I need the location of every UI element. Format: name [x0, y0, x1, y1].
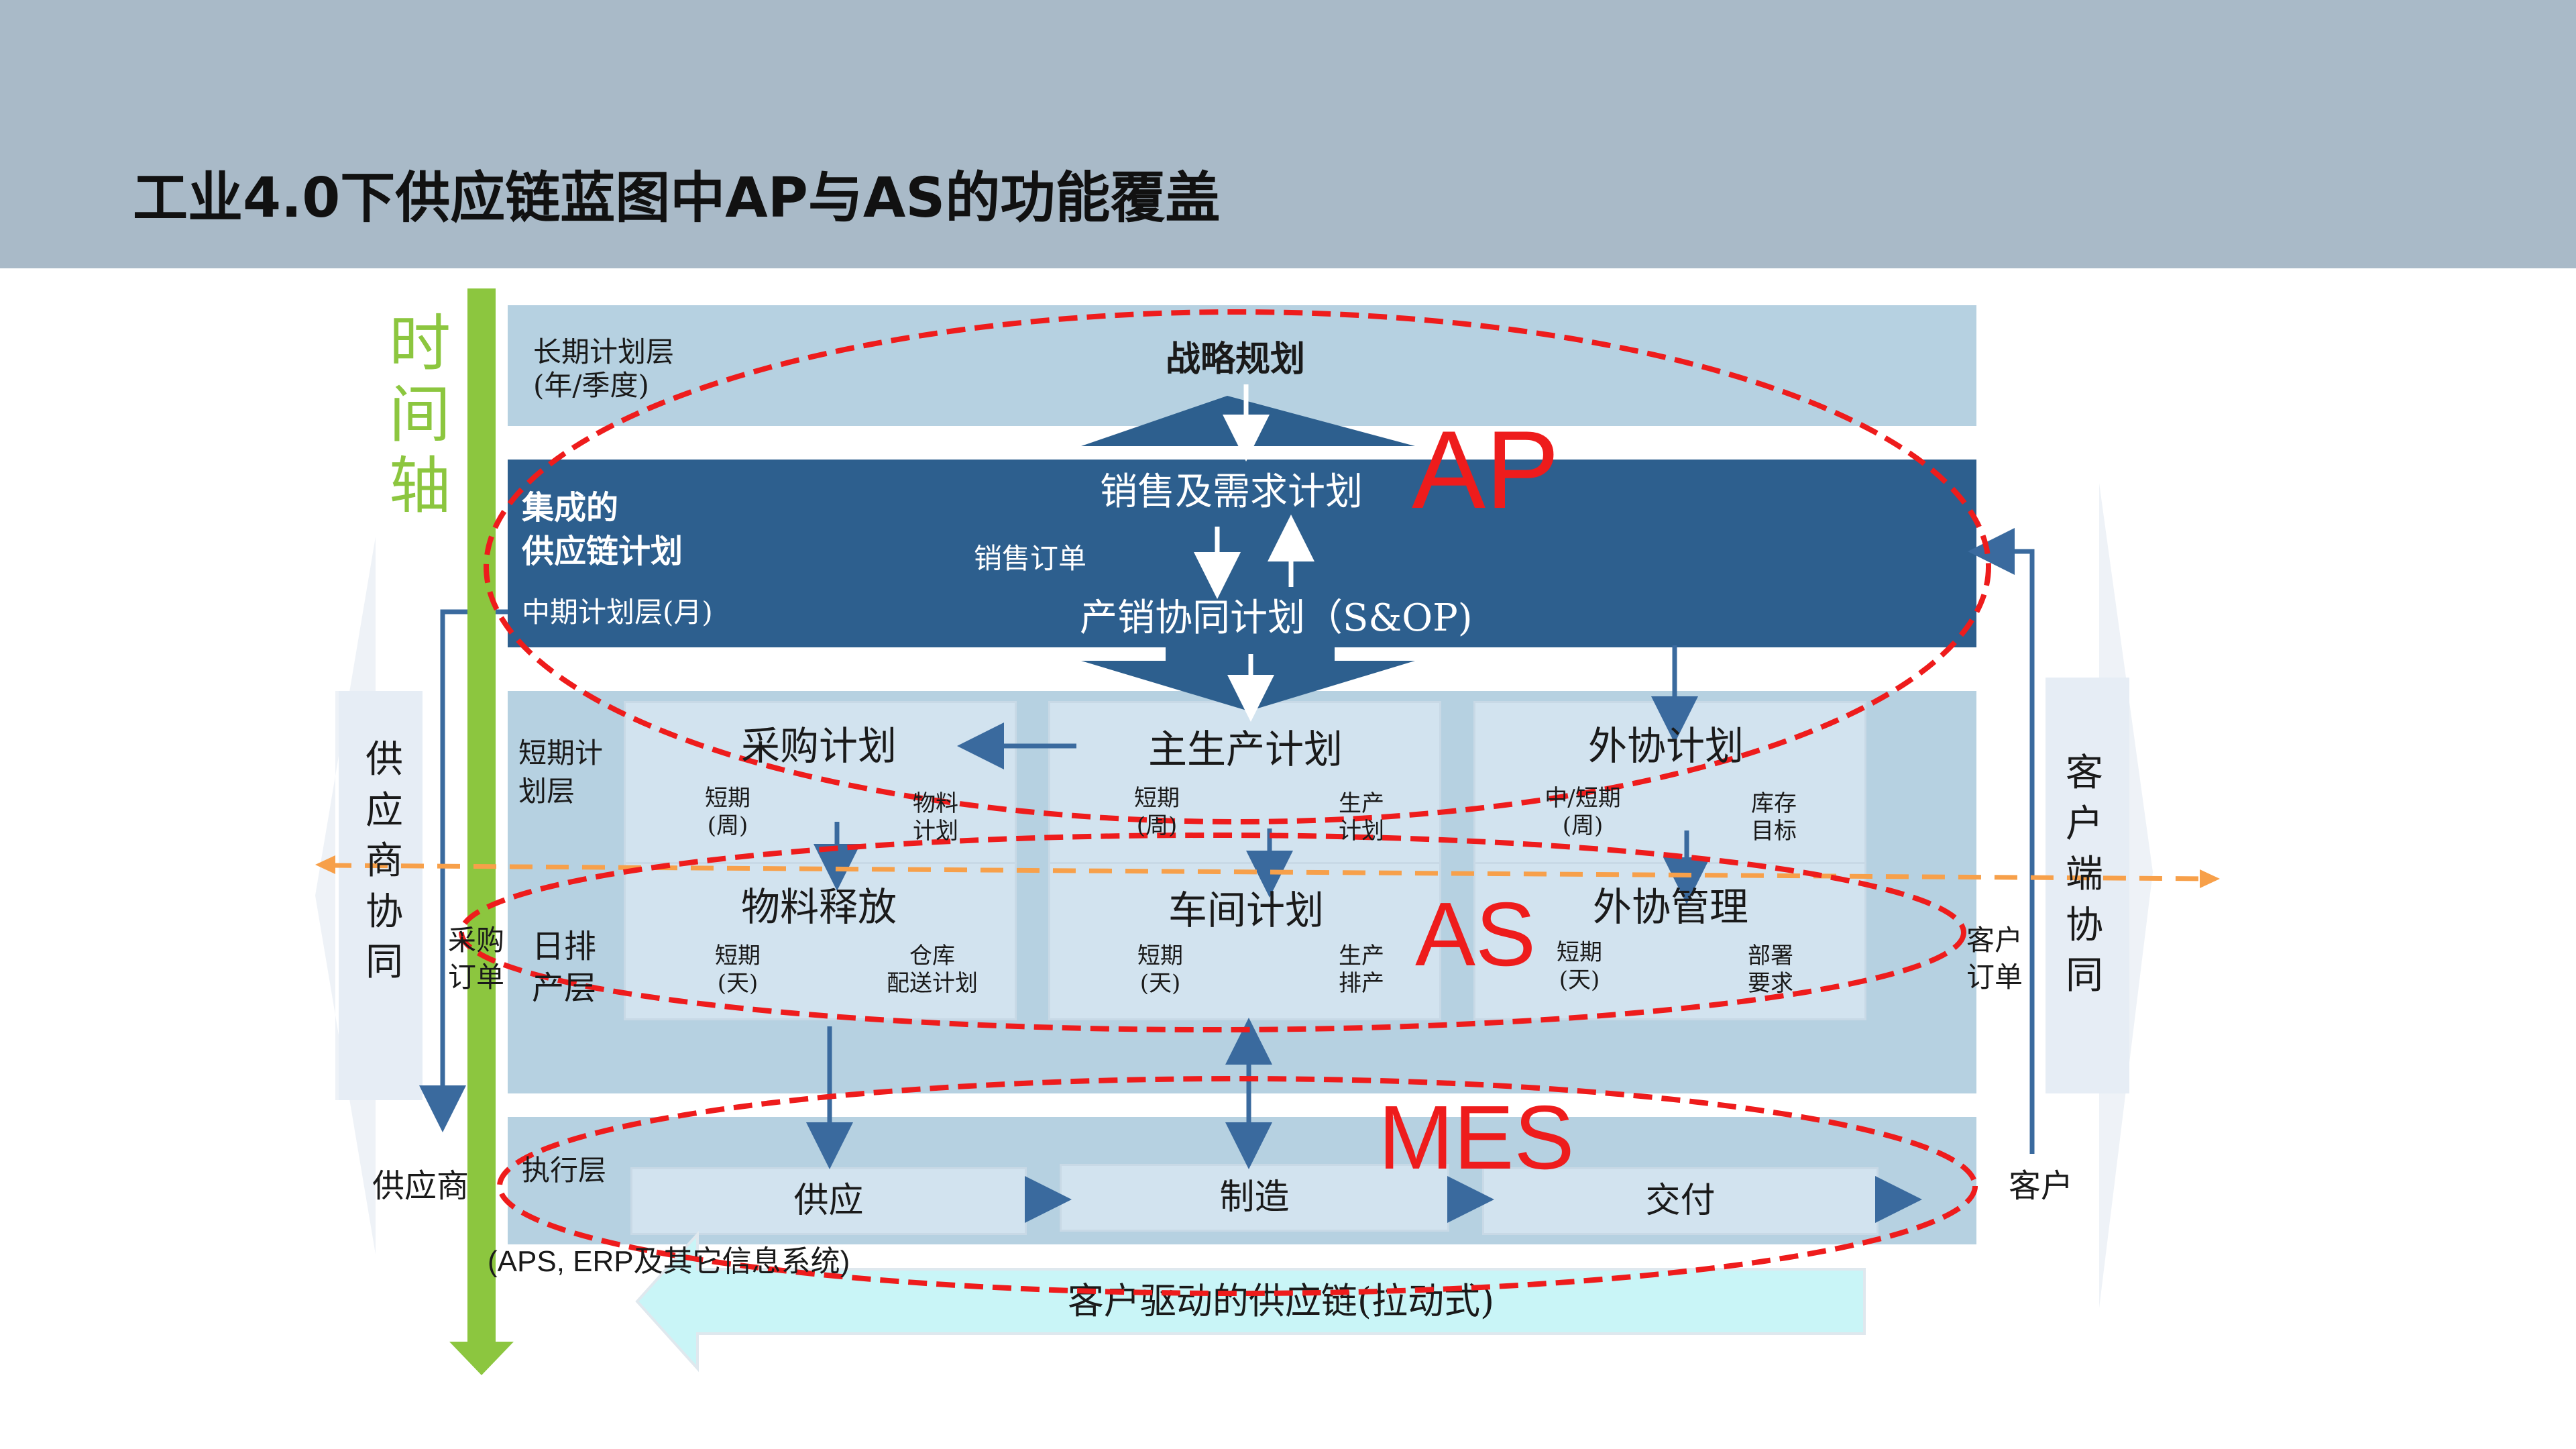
timeline-bar — [467, 288, 496, 1342]
purchase-plan-output: 物料 计划 — [913, 790, 958, 845]
supplier-collab-arrow — [315, 537, 376, 1254]
customer-order-label: 客户订单 — [1966, 924, 2023, 994]
as-coverage-label: AS — [1415, 883, 1536, 985]
sales-order-label: 销售订单 — [974, 542, 1087, 575]
supplier-collab-panel — [339, 691, 423, 1100]
master-production-title: 主生产计划 — [1148, 727, 1343, 772]
strategy-planning: 战略规划 — [1166, 339, 1306, 380]
sales-demand-plan: 销售及需求计划 — [1100, 470, 1363, 514]
outsourcing-mgmt-horizon: 短期 (天) — [1557, 939, 1602, 994]
mes-ellipse — [497, 1076, 1978, 1296]
pull-chain-arrow — [635, 1230, 1866, 1373]
workshop-plan-title: 车间计划 — [1168, 888, 1325, 933]
long-term-layer-label: 长期计划层 (年/季度) — [533, 335, 675, 402]
exec-supply-box: 供应 — [630, 1167, 1027, 1235]
integrated-supply-chain-plan: 集成的 供应链计划 — [522, 489, 683, 570]
outsourcing-plan-output: 库存 目标 — [1751, 790, 1797, 845]
purchase-plan-horizon: 短期 (周) — [705, 785, 750, 839]
outsourcing-plan-horizon: 中/短期 (周) — [1545, 785, 1621, 839]
workshop-plan-output: 生产 排产 — [1339, 943, 1384, 997]
material-release-title: 物料释放 — [741, 884, 897, 930]
sop-plan: 产销协同计划（S&OP) — [1080, 596, 1473, 640]
mid-term-band — [508, 460, 1976, 647]
workshop-plan-panel — [1048, 862, 1441, 1020]
customer-collab-panel — [2046, 678, 2129, 1093]
customer-collab-label: 客户端协同 — [2066, 751, 2103, 998]
pull-chain-label: 客户驱动的供应链(拉动式) — [1067, 1280, 1495, 1322]
workshop-plan-horizon: 短期 (天) — [1137, 943, 1183, 997]
mes-coverage-label: MES — [1378, 1087, 1575, 1188]
systems-note: (APS, ERP及其它信息系统) — [488, 1245, 850, 1278]
outsourcing-mgmt-output: 部署 要求 — [1748, 943, 1793, 997]
supplier-node: 供应商 — [372, 1167, 469, 1205]
timeline-arrowhead — [449, 1342, 514, 1375]
header-bar — [0, 0, 2576, 268]
purchase-plan-title: 采购计划 — [741, 723, 897, 769]
ap-ellipse — [484, 309, 1991, 824]
outsourcing-mgmt-title: 外协管理 — [1593, 884, 1749, 930]
ap-coverage-label: AP — [1412, 408, 1560, 531]
material-release-horizon: 短期 (天) — [715, 943, 761, 997]
master-production-output: 生产 计划 — [1339, 790, 1384, 845]
master-production-horizon: 短期 (周) — [1134, 785, 1180, 839]
mid-term-layer-label: 中期计划层(月) — [522, 596, 713, 629]
as-ellipse — [459, 833, 1966, 1032]
daily-scheduling-layer-label: 日排 产层 — [532, 928, 597, 1008]
page-title: 工业4.0下供应链蓝图中AP与AS的功能覆盖 — [133, 166, 1221, 230]
outsourcing-plan-title: 外协计划 — [1588, 723, 1744, 769]
customer-node: 客户 — [2009, 1167, 2074, 1205]
purchase-order-label: 采购订单 — [448, 924, 505, 994]
short-term-layer-label: 短期计 划层 — [518, 737, 604, 808]
supplier-collab-label: 供应商协同 — [366, 738, 403, 985]
execution-layer-label: 执行层 — [522, 1154, 607, 1187]
material-release-output: 仓库 配送计划 — [887, 943, 978, 997]
sop-down-arrow — [1081, 647, 1415, 711]
exec-manufacture-box: 制造 — [1060, 1164, 1449, 1232]
timeline-label: 时间轴 — [389, 308, 451, 522]
